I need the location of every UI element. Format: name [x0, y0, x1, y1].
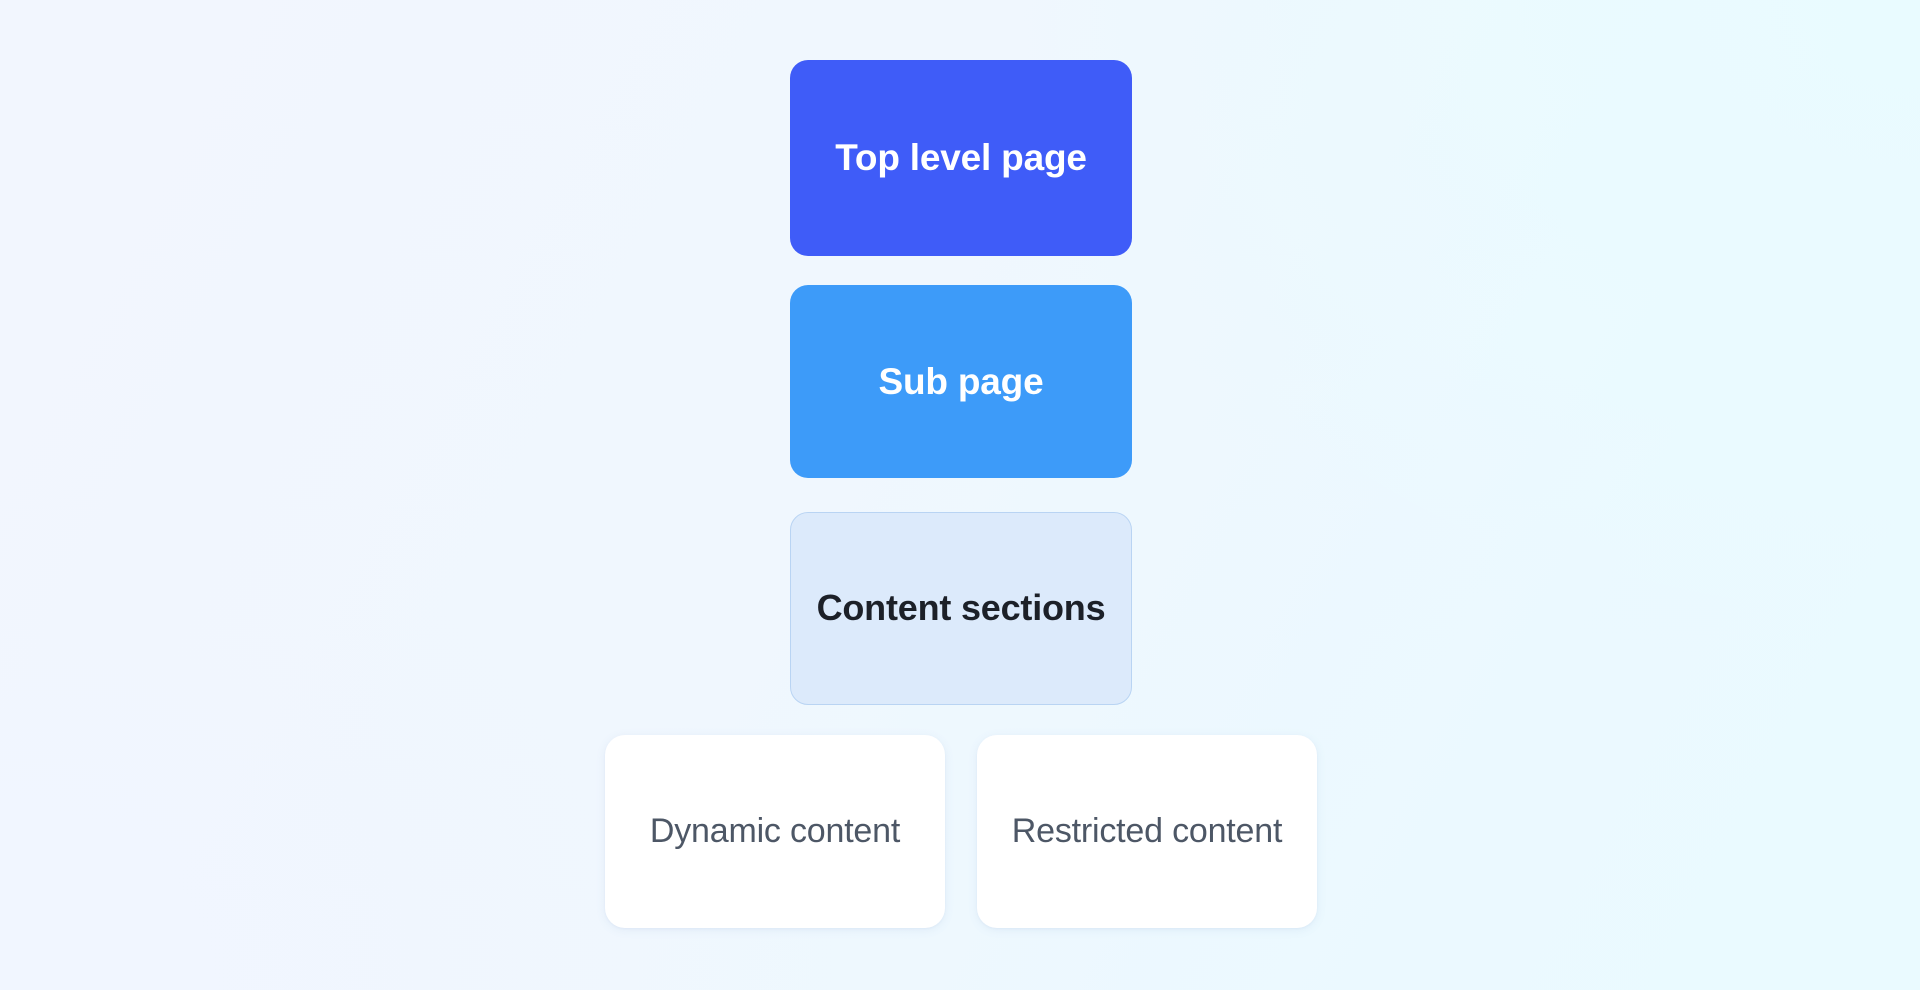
node-dynamic-content[interactable]: Dynamic content: [605, 735, 945, 928]
node-top-level-page[interactable]: Top level page: [790, 60, 1132, 256]
node-restricted-content[interactable]: Restricted content: [977, 735, 1317, 928]
node-sub-page[interactable]: Sub page: [790, 285, 1132, 478]
node-content-sections[interactable]: Content sections: [790, 512, 1132, 705]
node-restricted-content-label: Restricted content: [1011, 812, 1283, 851]
node-dynamic-content-label: Dynamic content: [649, 812, 901, 851]
node-top-level-page-label: Top level page: [835, 137, 1087, 179]
node-sub-page-label: Sub page: [878, 360, 1044, 402]
node-content-sections-label: Content sections: [816, 587, 1106, 629]
